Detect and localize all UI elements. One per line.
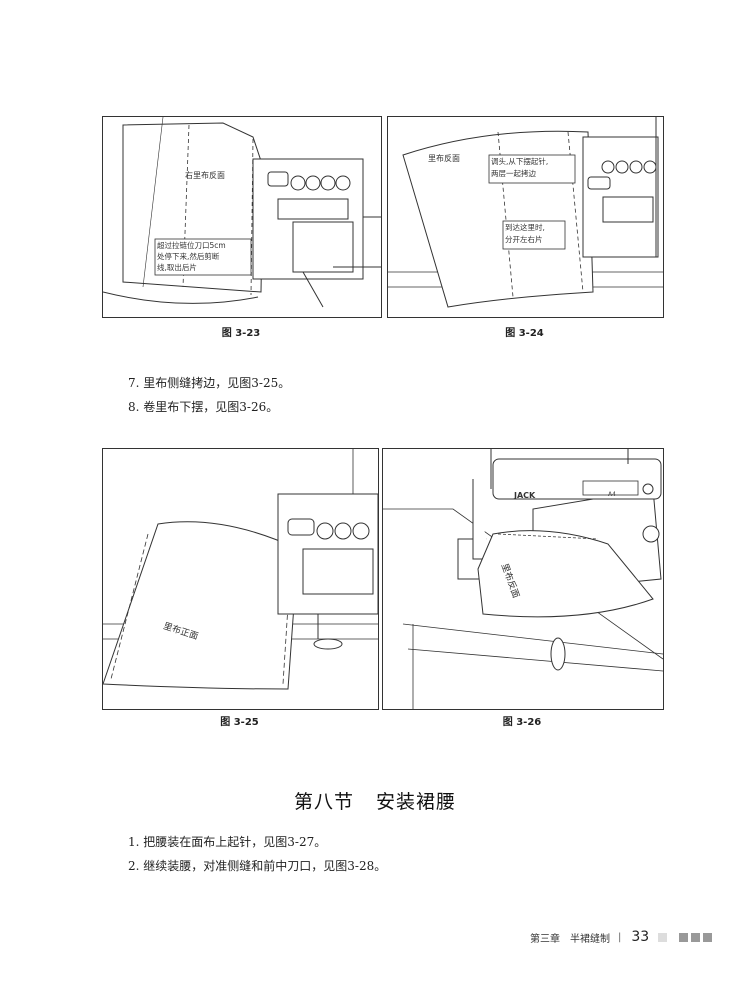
chapter-label: 第三章 半裙缝制 <box>530 933 610 945</box>
footer-separator: | <box>618 931 622 943</box>
figure-3-25-illustration <box>103 449 378 690</box>
figure-3-26-illustration <box>383 449 663 709</box>
section-number: 第八节 <box>293 791 354 813</box>
figure-3-24-note-line: 两层一起拷边 <box>491 169 536 178</box>
figure-3-24-note-line: 到达这里时, <box>505 223 545 232</box>
footer-square-icon <box>679 932 689 942</box>
figure-3-23-note-line: 处停下来,然后剪断 <box>157 252 220 261</box>
figure-3-24-note-2: 到达这里时, 分开左右片 <box>505 222 545 246</box>
figure-3-23-note-line: 超过拉链位刀口5cm <box>157 241 226 250</box>
section-title: 安装裙腰 <box>376 791 457 813</box>
figure-3-26: JACK A4 里布反面 <box>382 448 664 710</box>
figure-3-23-label: 右里布反面 <box>185 171 225 180</box>
figure-3-26-caption: 图 3-26 <box>502 717 542 728</box>
figure-3-25-caption: 图 3-25 <box>220 717 259 728</box>
figure-3-26-model: A4 <box>608 491 616 498</box>
step-1: 1. 把腰装在面布上起针，见图3-27。 <box>128 835 327 849</box>
section-heading: 第八节安装裙腰 <box>0 787 750 814</box>
figure-3-23-note-line: 线,取出后片 <box>157 263 197 272</box>
step-8: 8. 卷里布下摆，见图3-26。 <box>128 400 279 414</box>
figure-3-23-caption: 图 3-23 <box>221 328 261 339</box>
footer-square-icon <box>691 932 701 942</box>
footer-square-icon <box>658 932 668 942</box>
figure-3-24: 里布反面 调头,从下摆起针, 两层一起拷边 到达这里时, 分开左右片 <box>387 116 664 318</box>
figure-3-25: 里布正面 <box>102 448 379 710</box>
figure-3-24-caption: 图 3-24 <box>505 328 544 339</box>
page-footer: 第三章 半裙缝制 | 33 <box>530 928 713 946</box>
figure-3-24-note-1: 调头,从下摆起针, 两层一起拷边 <box>491 156 548 180</box>
figure-3-24-illustration <box>388 117 663 308</box>
page-number: 33 <box>631 929 650 945</box>
step-2: 2. 继续装腰，对准侧缝和前中刀口，见图3-28。 <box>128 859 387 873</box>
step-7: 7. 里布侧缝拷边，见图3-25。 <box>128 376 291 390</box>
figure-3-24-note-line: 调头,从下摆起针, <box>491 157 549 166</box>
footer-square-icon <box>703 932 713 942</box>
figure-3-26-brand: JACK <box>514 491 536 500</box>
figure-3-23-illustration <box>103 117 381 308</box>
figure-3-23-note: 超过拉链位刀口5cm 处停下来,然后剪断 线,取出后片 <box>157 240 226 273</box>
figure-3-23: 右里布反面 超过拉链位刀口5cm 处停下来,然后剪断 线,取出后片 <box>102 116 382 318</box>
figure-3-24-label: 里布反面 <box>428 154 460 163</box>
figure-3-24-note-line: 分开左右片 <box>505 235 543 244</box>
